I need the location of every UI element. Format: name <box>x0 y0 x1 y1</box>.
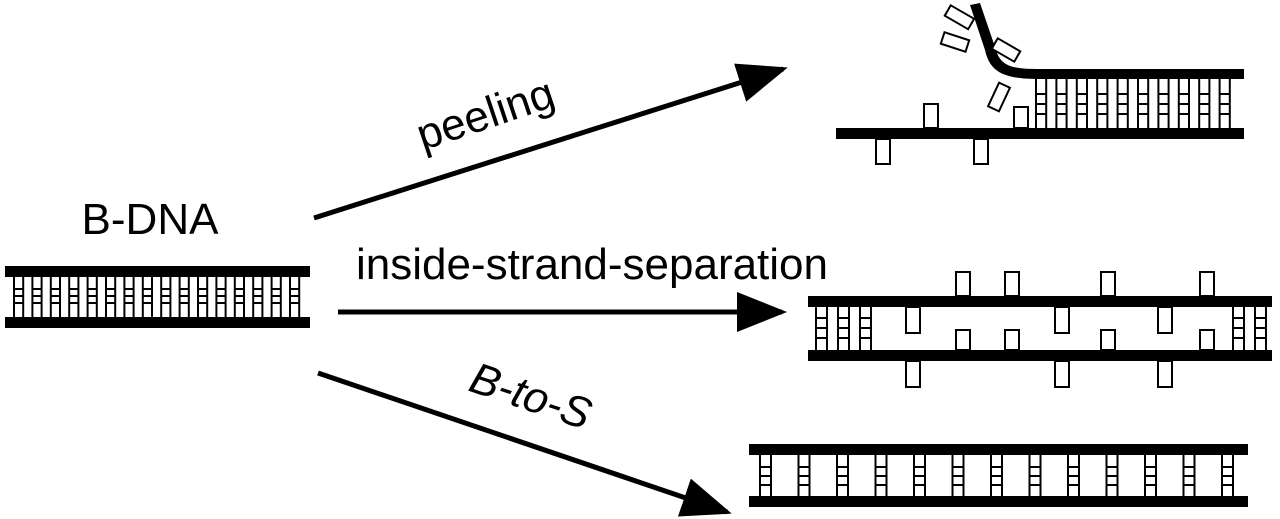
peeled-base <box>923 103 939 129</box>
unpaired-base <box>955 271 971 297</box>
unpaired-base <box>1199 329 1215 351</box>
b-dna-label: B-DNA <box>82 195 220 244</box>
peeled-base <box>1013 106 1029 129</box>
peeled-base <box>986 81 1012 113</box>
peeled-base <box>973 138 989 165</box>
unpaired-base <box>1100 329 1116 351</box>
s-dna-top-strand <box>749 444 1248 455</box>
separated-dna <box>808 271 1272 388</box>
unpaired-base <box>955 329 971 351</box>
b-dna-base-pairs <box>13 277 301 317</box>
peeled-base <box>875 138 891 165</box>
unpaired-base <box>1199 271 1215 297</box>
peeled-base-pairs <box>1035 79 1231 128</box>
s-dna-bottom-strand <box>749 496 1248 507</box>
peeled-base <box>943 3 976 31</box>
unpaired-base <box>905 360 921 388</box>
peeled-base <box>939 31 971 53</box>
separated-base-pairs <box>815 307 1267 350</box>
peeled-intact-strand <box>836 128 1244 139</box>
s-dna-base-pairs <box>759 455 1234 496</box>
peeled-dna <box>836 3 1244 165</box>
unpaired-base <box>1100 271 1116 297</box>
unpaired-base <box>905 306 921 334</box>
separated-bottom-strand <box>808 350 1272 361</box>
b-dna-top-strand <box>5 266 310 277</box>
separated-bases <box>905 271 1215 388</box>
b-dna-bottom-strand <box>5 317 310 328</box>
unpaired-base <box>1054 306 1070 334</box>
unpaired-base <box>1004 271 1020 297</box>
peeling-arrow <box>313 63 788 221</box>
separated-top-strand <box>808 296 1272 307</box>
unpaired-base <box>1157 306 1173 334</box>
b-to-s-label: B-to-S <box>464 353 598 439</box>
inside-strand-separation-label: inside-strand-separation <box>356 240 828 289</box>
b-dna-duplex <box>5 266 310 328</box>
peeled-base <box>990 36 1022 64</box>
s-dna <box>749 444 1248 507</box>
peeled-strand-curve <box>970 3 1244 79</box>
unpaired-base <box>1054 360 1070 388</box>
unpaired-base <box>1004 329 1020 351</box>
b-to-s-arrow <box>317 370 732 517</box>
unpaired-base <box>1157 360 1173 388</box>
